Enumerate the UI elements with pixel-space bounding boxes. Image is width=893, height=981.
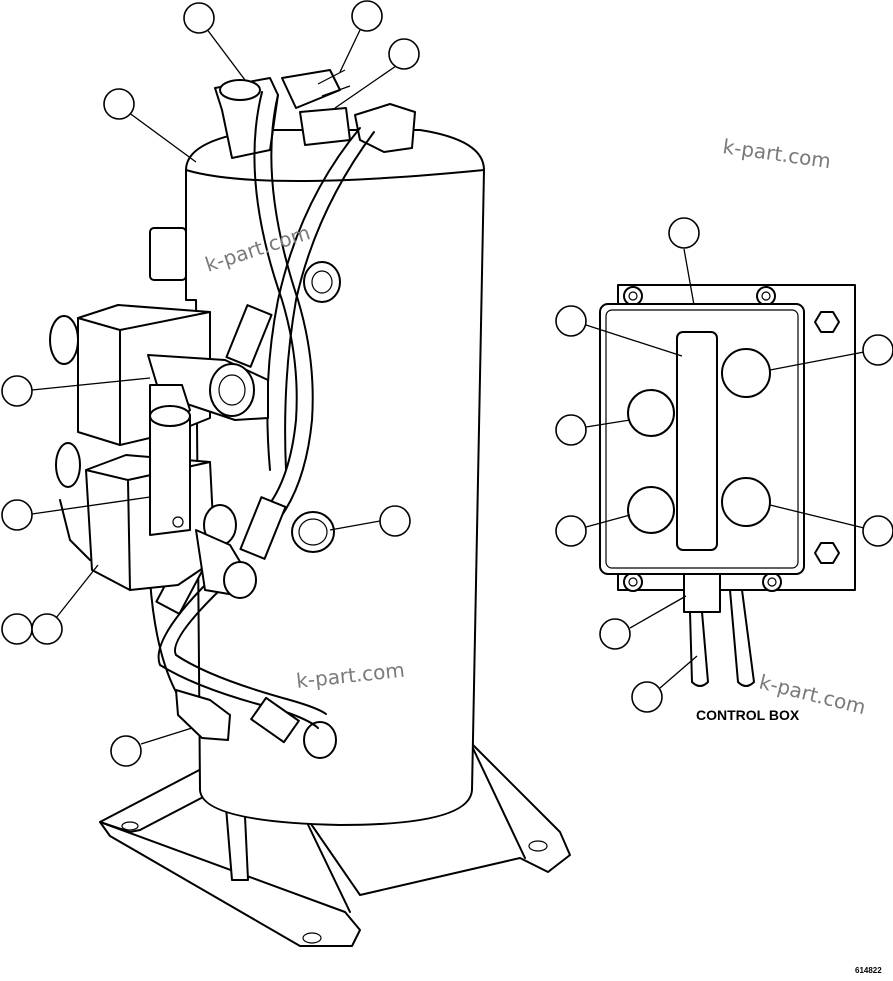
callout-balloon — [1, 375, 151, 407]
callout-balloon — [555, 414, 631, 446]
callout-balloon — [1, 496, 151, 531]
callout-balloon — [599, 595, 687, 650]
callout-balloon — [183, 2, 246, 81]
lower-valve-block — [55, 405, 257, 599]
watermark: k-part.com — [721, 134, 832, 173]
knockout-plug-icon — [627, 389, 675, 437]
callouts — [1, 0, 893, 767]
callout-balloon — [1, 613, 33, 645]
tank-body — [149, 129, 485, 826]
callout-balloon — [339, 0, 383, 73]
callout-balloon — [329, 505, 411, 537]
control-box-assembly: CONTROL BOX — [599, 284, 856, 723]
callout-balloon — [668, 217, 700, 306]
callout-balloon — [334, 38, 420, 109]
callout-balloon — [769, 504, 893, 547]
callout-balloon — [110, 727, 193, 767]
callout-balloon — [769, 334, 893, 371]
callout-balloon — [555, 305, 683, 357]
knockout-plug-icon — [721, 348, 771, 398]
mounting-bolt-icons — [623, 286, 840, 592]
receiver-tank-assembly — [49, 69, 571, 947]
callout-balloon — [631, 655, 698, 713]
callout-balloon — [31, 564, 99, 645]
figure-number: 614822 — [855, 966, 882, 975]
callout-balloon — [103, 88, 197, 163]
knockout-plug-icon — [627, 486, 675, 534]
top-fittings — [214, 69, 416, 159]
knockout-plug-icon — [721, 477, 771, 527]
callout-balloon — [555, 514, 631, 547]
control-box-caption: CONTROL BOX — [696, 707, 800, 723]
